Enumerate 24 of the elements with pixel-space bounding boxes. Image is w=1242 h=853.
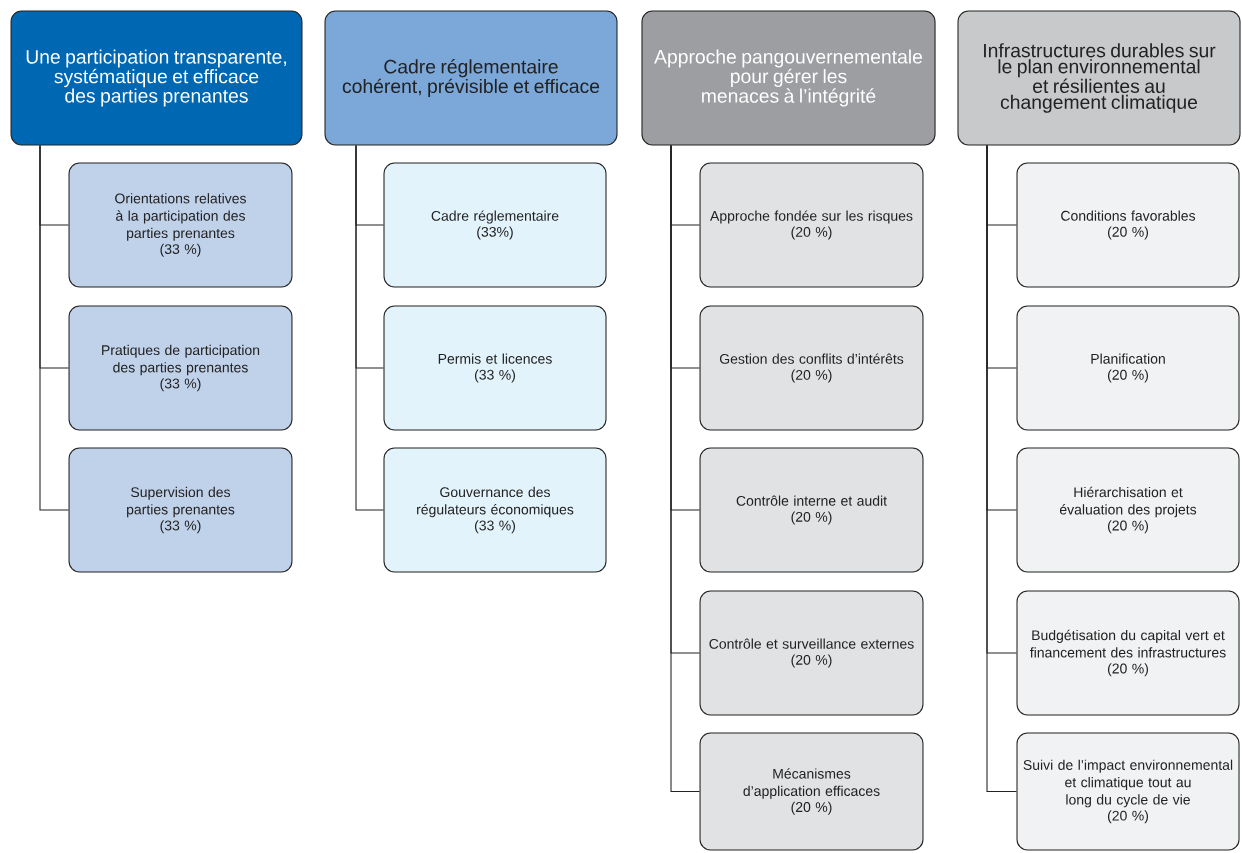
component-box: Orientations relatives à la participation des parties prenantes (33 %) bbox=[68, 162, 293, 288]
component-box: Conditions favorables (20 %) bbox=[1016, 162, 1240, 288]
category-box: Cadre réglementaire cohérent, prévisible et efficace bbox=[324, 10, 618, 146]
component-box: Approche fondée sur les risques (20 %) bbox=[699, 162, 924, 288]
component-box: Supervision des parties prenantes (33 %) bbox=[68, 447, 293, 573]
category-box: Infrastructures durables sur le plan environnemental et résilientes au changement climatique bbox=[957, 10, 1241, 146]
component-box: Suivi de l’impact environnemental et climatique tout au long du cycle de vie (20 %) bbox=[1016, 732, 1240, 851]
connector-line bbox=[355, 145, 384, 511]
connector-line bbox=[986, 145, 1017, 793]
component-box: Permis et licences (33 %) bbox=[383, 305, 607, 431]
component-box: Contrôle interne et audit (20 %) bbox=[699, 447, 924, 573]
component-box: Cadre réglementaire (33%) bbox=[383, 162, 607, 288]
component-box: Pratiques de participation des parties prenantes (33 %) bbox=[68, 305, 293, 431]
component-box: Planification (20 %) bbox=[1016, 305, 1240, 431]
category-box: Une participation transparente, systématique et efficace des parties prenantes bbox=[10, 10, 303, 146]
component-box: Gouvernance des régulateurs économiques (33 %) bbox=[383, 447, 607, 573]
component-box: Budgétisation du capital vert et financement des infrastructures (20 %) bbox=[1016, 590, 1240, 716]
component-box: Mécanismes d’application efficaces (20 %) bbox=[699, 732, 924, 851]
connector-line bbox=[39, 145, 70, 511]
component-box: Contrôle et surveillance externes (20 %) bbox=[699, 590, 924, 716]
connector-line bbox=[670, 145, 701, 793]
category-box: Approche pangouvernementale pour gérer les menaces à l’intégrité bbox=[641, 10, 936, 146]
component-box: Gestion des conflits d’intérêts (20 %) bbox=[699, 305, 924, 431]
component-box: Hiérarchisation et évaluation des projets (20 %) bbox=[1016, 447, 1240, 573]
